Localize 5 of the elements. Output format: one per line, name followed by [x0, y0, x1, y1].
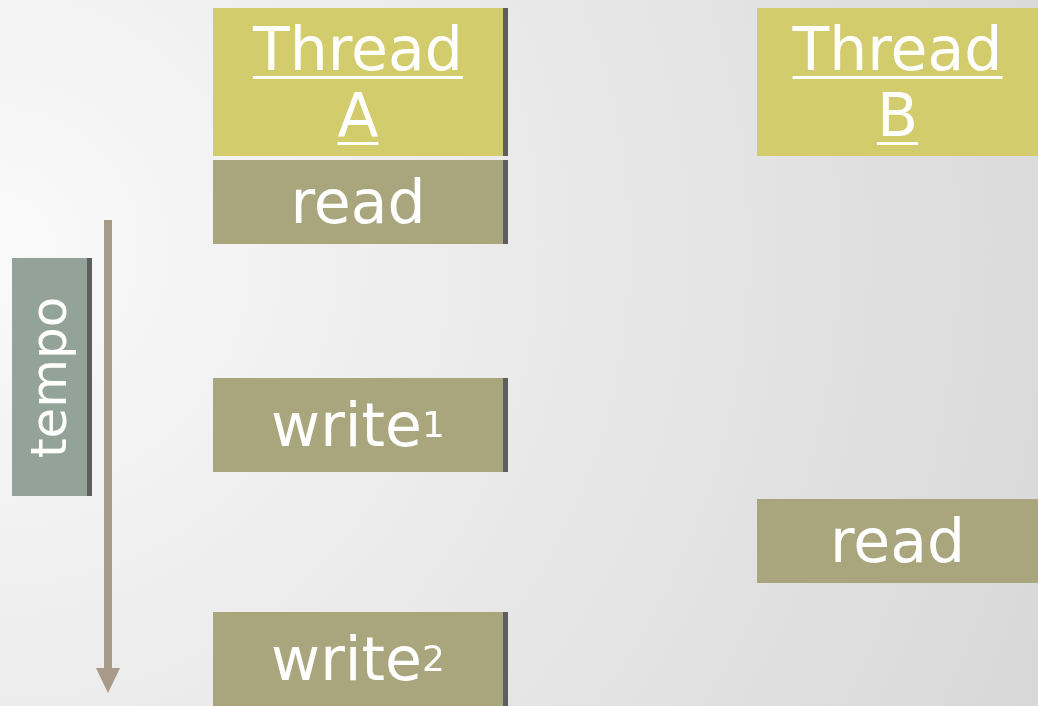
thread-header: Thread B — [757, 8, 1038, 156]
operation-box: read — [757, 499, 1038, 583]
operation-box: read — [213, 160, 508, 244]
time-label-box: tempo — [12, 258, 92, 496]
thread-header: Thread A — [213, 8, 508, 156]
